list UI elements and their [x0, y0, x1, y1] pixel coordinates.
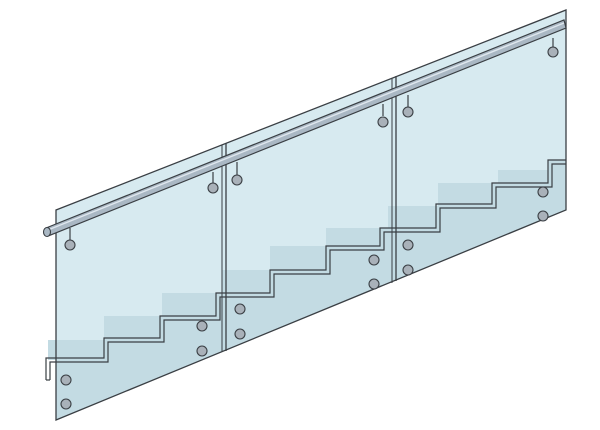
point-fixing: [402, 239, 414, 251]
point-fixing: [60, 398, 72, 410]
handrail-bracket: [377, 104, 389, 128]
handrail-bracket: [547, 38, 559, 58]
stair-profile-outer: [45, 159, 566, 380]
glass-panels-upper: [48, 10, 566, 360]
point-fixings: [60, 186, 549, 410]
stair-profile-inner: [49, 163, 566, 380]
point-fixing: [196, 345, 208, 357]
point-fixing: [234, 303, 246, 315]
point-fixing: [368, 278, 380, 290]
handrail-bracket: [402, 95, 414, 118]
point-fixing: [537, 186, 549, 198]
point-fixing: [60, 374, 72, 386]
point-fixing: [196, 320, 208, 332]
point-fixing: [234, 328, 246, 340]
point-fixing: [402, 264, 414, 276]
handrail-bracket: [231, 162, 243, 186]
handrail-bracket: [64, 228, 76, 251]
handrail: [42, 19, 567, 238]
point-fixing: [368, 254, 380, 266]
handrail-brackets: [64, 38, 559, 251]
point-fixing: [537, 210, 549, 222]
handrail-bracket: [207, 172, 219, 194]
